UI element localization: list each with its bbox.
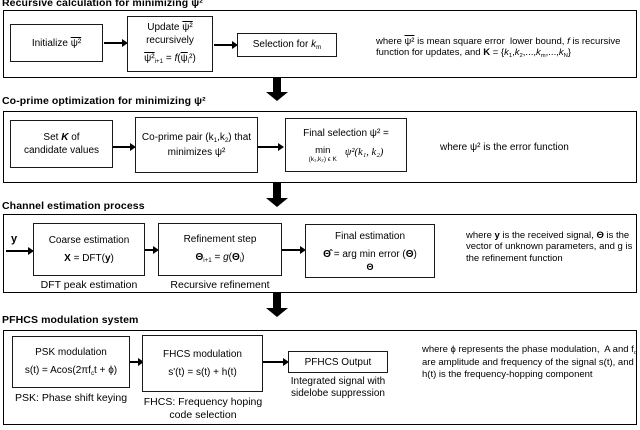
box-update-line1: Update ψ²: [147, 22, 193, 34]
down-arrow-1-head: [266, 92, 288, 101]
section1-title: Recursive calculation for minimizing ψ²: [2, 0, 203, 9]
arrow-coarse-to-refine: [145, 246, 159, 253]
box-fhcs-line1: FHCS modulation: [163, 349, 242, 360]
box-final-selection-line1: Final selection ψ² =: [303, 127, 389, 139]
box-final-selection-formula: min (k₁,k₂) ϵ K ψ²(k₁, k₂): [309, 146, 384, 164]
min-subscript: (k₁,k₂) ϵ K: [308, 155, 337, 163]
arrow-psk-to-fhcs: [130, 358, 144, 365]
min-label: min: [315, 144, 331, 156]
caption-psk: PSK: Phase shift keying: [14, 392, 128, 404]
box-fhcs-modulation: FHCS modulation s'(t) = s(t) + h(t): [142, 335, 263, 392]
box-update-formula: ψ²i+1 = f(ψi²): [144, 53, 196, 66]
min-expression: ψ²(k₁, k₂): [344, 146, 384, 158]
box-refine-formula: Θi+1 = g(Θi): [195, 252, 245, 265]
down-arrow-3-shaft: [273, 293, 281, 308]
box-pfhcs-output: PFHCS Output: [288, 351, 388, 373]
section3-title: Channel estimation process: [2, 200, 145, 212]
box-coarse-formula: X = DFT(y): [64, 253, 114, 264]
arrow-fhcs-to-output: [263, 358, 289, 365]
arrow-initialize-to-update: [104, 39, 128, 46]
down-arrow-3-head: [266, 308, 288, 317]
box-pfhcs-output-label: PFHCS Output: [304, 356, 372, 368]
box-initialize-label: Initialize ψ²: [31, 37, 82, 49]
arrow-pair-to-final: [258, 143, 284, 150]
down-arrow-1: [266, 78, 288, 101]
box-psk-line1: PSK modulation: [35, 346, 107, 358]
arrow-set-to-pair: [113, 143, 136, 150]
box-final-selection: Final selection ψ² = min (k₁,k₂) ϵ K ψ²(…: [285, 118, 407, 172]
down-arrow-2-shaft: [273, 183, 281, 198]
caption-recursive-refinement: Recursive refinement: [170, 279, 270, 291]
down-arrow-1-shaft: [273, 78, 281, 92]
arrow-update-to-selection: [214, 41, 238, 48]
box-final-estimation-line1: Final estimation: [334, 231, 406, 242]
section2-title: Co-prime optimization for minimizing ψ²: [2, 95, 206, 107]
section2-note: where ψ² is the error function: [440, 142, 569, 153]
arrow-refine-to-final: [282, 246, 306, 253]
box-coarse-estimation: Coarse estimation X = DFT(y): [33, 223, 145, 276]
argmin-subscript: Θ: [366, 262, 374, 272]
section3-note: where y is the received signal, Θ is the…: [466, 230, 633, 264]
section1-note: where ψ² is mean square error lower boun…: [376, 36, 621, 60]
caption-dft-peak: DFT peak estimation: [40, 279, 138, 291]
box-selection: Selection for km: [237, 33, 337, 57]
box-coarse-line1: Coarse estimation: [48, 235, 130, 246]
down-arrow-2: [266, 183, 288, 207]
box-final-estimation: Final estimation Θ̂ = arg min error (Θ) …: [305, 224, 435, 278]
min-operator: min (k₁,k₂) ϵ K: [309, 146, 337, 164]
section4-title: PFHCS modulation system: [2, 314, 139, 326]
down-arrow-3: [266, 293, 288, 317]
box-selection-label: Selection for km: [252, 38, 322, 52]
box-psk-formula: s(t) = Acos(2πfct + ϕ): [24, 364, 118, 378]
box-initialize: Initialize ψ²: [10, 24, 103, 62]
box-final-estimation-formula: Θ̂ = arg min error (Θ): [323, 249, 417, 260]
box-refine-line1: Refinement step: [183, 234, 257, 246]
box-update-line2: recursively: [146, 35, 194, 47]
box-refinement-step: Refinement step Θi+1 = g(Θi): [158, 223, 282, 276]
input-signal-label: y: [11, 233, 18, 245]
arrow-input-to-coarse: [6, 247, 34, 254]
box-update: Update ψ² recursively ψ²i+1 = f(ψi²): [127, 16, 213, 72]
box-psk-modulation: PSK modulation s(t) = Acos(2πfct + ϕ): [12, 336, 130, 388]
box-fhcs-formula: s'(t) = s(t) + h(t): [168, 367, 237, 378]
down-arrow-2-head: [266, 198, 288, 207]
section4-note: where ϕ represents the phase modulation,…: [422, 344, 637, 380]
